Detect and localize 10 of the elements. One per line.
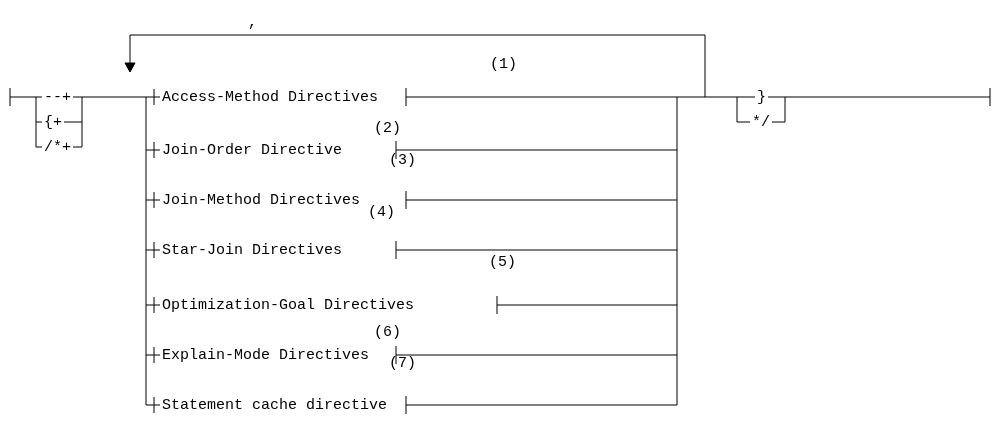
- syntax-keyword: }: [755, 89, 768, 105]
- separator-symbol: ,: [247, 14, 258, 30]
- callout-number: (6): [373, 324, 402, 340]
- callout-number: (4): [367, 204, 396, 220]
- callout-number: (3): [388, 152, 417, 168]
- callout-number: (2): [373, 120, 402, 136]
- callout-number: (7): [388, 355, 417, 371]
- syntax-keyword: {+: [42, 114, 64, 130]
- callout-number: (5): [488, 254, 517, 270]
- callout-number: (1): [489, 56, 518, 72]
